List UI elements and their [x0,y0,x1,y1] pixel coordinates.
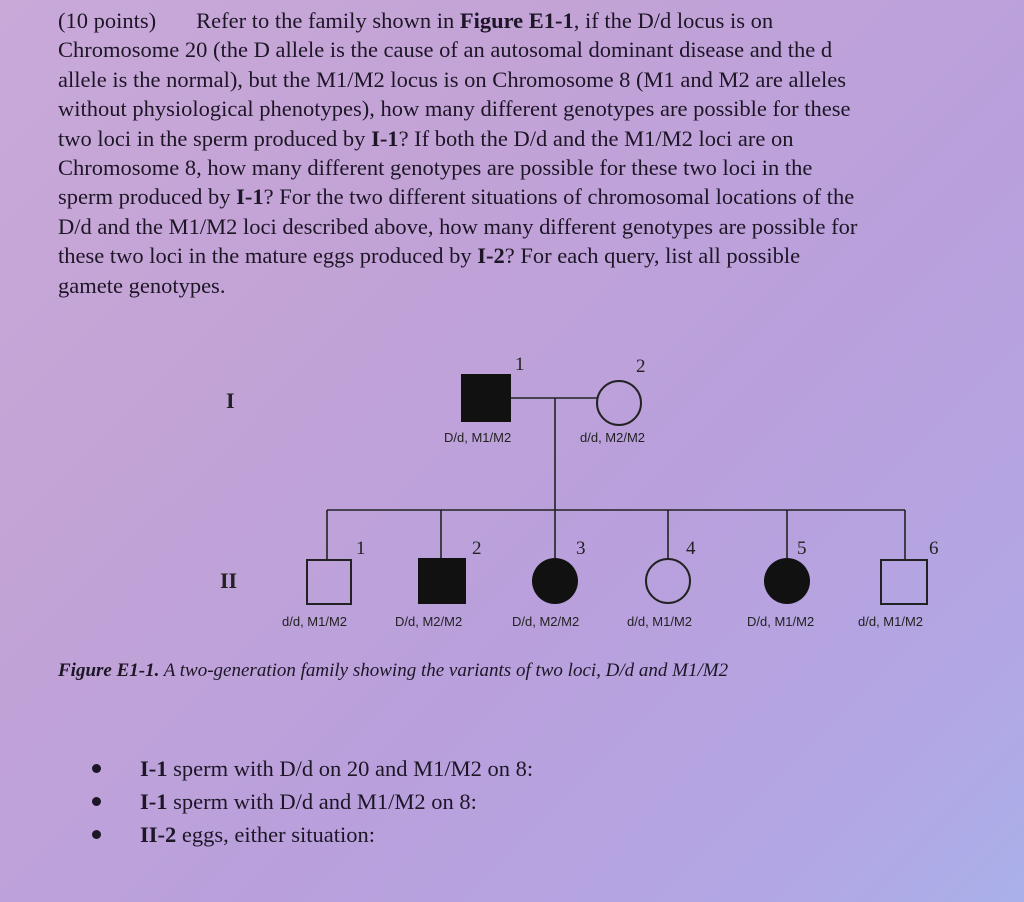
pedigree-individual-II-4: 4 d/d, M1/M2 [627,510,696,629]
genotype-label: D/d, M2/M2 [512,614,579,629]
genotype-label: D/d, M2/M2 [395,614,462,629]
question-line-5: two loci in the sperm produced by I-1? I… [58,125,794,151]
figure-caption-label: Figure E1-1. [58,660,160,681]
generation-label-I: I [226,388,235,413]
question-line-2: Chromosome 20 (the D allele is the cause… [58,37,833,63]
individual-number: 1 [515,354,525,375]
genotype-label: D/d, M1/M2 [444,430,511,445]
pedigree-individual-II-5: 5 D/d, M1/M2 [747,510,814,629]
genotype-label: D/d, M1/M2 [747,614,814,629]
generation-label-II: II [220,568,237,593]
bullet-dot [92,797,101,806]
individual-number: 5 [797,538,807,559]
question-line-8: D/d and the M1/M2 loci described above, … [58,213,858,239]
individual-number: 2 [636,356,646,377]
pedigree-individual-II-2: 2 D/d, M2/M2 [395,510,482,629]
affected-female-symbol [532,558,578,604]
genotype-label: d/d, M1/M2 [282,614,347,629]
genotype-label: d/d, M2/M2 [580,430,645,445]
question-line-4: without physiological phenotypes), how m… [58,96,851,122]
genotype-label: d/d, M1/M2 [858,614,923,629]
figure-caption: Figure E1-1. A two-generation family sho… [58,660,728,682]
question-line-7: sperm produced by I-1? For the two diffe… [58,184,855,210]
question-line-10: gamete genotypes. [58,272,226,298]
pedigree-individual-I-1: 1 D/d, M1/M2 [444,354,525,445]
unaffected-female-symbol [596,380,642,426]
affected-male-symbol [461,374,511,422]
individual-number: 6 [929,538,939,559]
question-line-6: Chromosome 8, how many different genotyp… [58,155,813,181]
individual-number: 1 [356,538,366,559]
question-line-9: these two loci in the mature eggs produc… [58,243,801,269]
unaffected-male-symbol [306,559,352,605]
question-line-3: allele is the normal), but the M1/M2 loc… [58,66,846,92]
bullet-item: I-1 sperm with D/d on 20 and M1/M2 on 8: [88,752,533,785]
unaffected-female-symbol [645,558,691,604]
question-line-1: (10 points)Refer to the family shown in … [58,8,774,33]
individual-number: 4 [686,538,696,559]
affected-female-symbol [764,558,810,604]
answer-bullet-list: I-1 sperm with D/d on 20 and M1/M2 on 8:… [88,752,533,851]
pedigree-chart: I II 1 D/d, M1/M2 2 d/d, M2/M2 1 d/d, M1… [220,354,939,629]
bullet-dot [92,830,101,839]
individual-number: 2 [472,538,482,559]
bullet-item: II-2 eggs, either situation: [88,818,533,851]
question-paragraph: (10 points)Refer to the family shown in … [58,6,1018,300]
bullet-item: I-1 sperm with D/d and M1/M2 on 8: [88,785,533,818]
genotype-label: d/d, M1/M2 [627,614,692,629]
pedigree-individual-I-2: 2 d/d, M2/M2 [580,356,646,445]
pedigree-individual-II-1: 1 d/d, M1/M2 [282,510,366,629]
individual-number: 3 [576,538,586,559]
pedigree-individual-II-6: 6 d/d, M1/M2 [858,510,939,629]
pedigree-individual-II-3: 3 D/d, M2/M2 [512,510,586,629]
figure-ref: Figure E1-1 [459,8,574,33]
bullet-dot [92,764,101,773]
unaffected-male-symbol [880,559,928,605]
figure-caption-text: A two-generation family showing the vari… [159,660,729,681]
affected-male-symbol [418,558,466,604]
